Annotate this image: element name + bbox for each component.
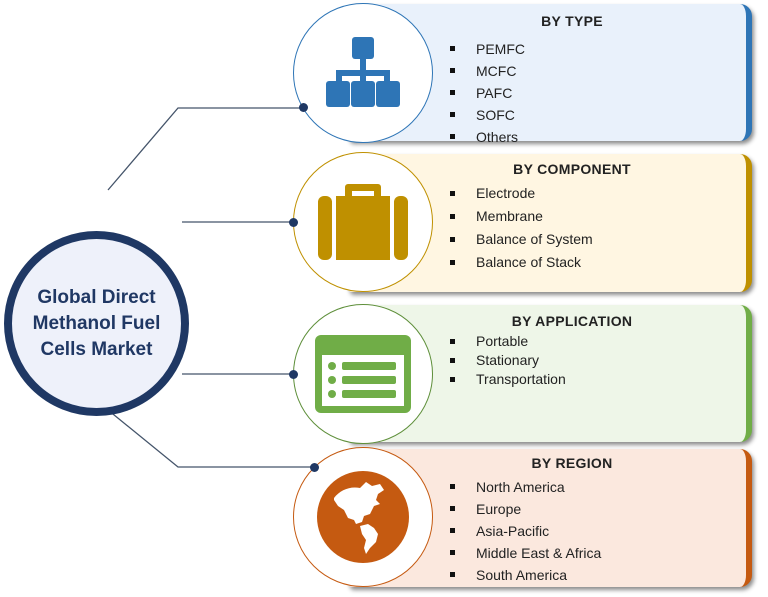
hub-title: Global Direct Methanol Fuel Cells Market bbox=[32, 286, 161, 360]
connector-dot-type bbox=[299, 103, 308, 112]
segment-item-list: Electrode Membrane Balance of System Bal… bbox=[450, 182, 593, 274]
segment-title: BY APPLICATION bbox=[511, 313, 633, 329]
list-item: PAFC bbox=[450, 82, 525, 104]
segment-item-list: Portable Stationary Transportation bbox=[450, 332, 566, 389]
icon-circle-application bbox=[293, 304, 433, 444]
connector-region bbox=[107, 409, 315, 468]
connector-type bbox=[107, 107, 300, 191]
list-item: Transportation bbox=[450, 370, 566, 389]
list-item: PEMFC bbox=[450, 38, 525, 60]
connector-dot-region bbox=[310, 463, 319, 472]
list-item: Middle East & Africa bbox=[450, 542, 601, 564]
list-item: Others bbox=[450, 126, 525, 148]
list-item: Europe bbox=[450, 498, 601, 520]
hierarchy-icon bbox=[326, 37, 400, 107]
list-item: Balance of System bbox=[450, 228, 593, 251]
list-item: Electrode bbox=[450, 182, 593, 205]
list-item: North America bbox=[450, 476, 601, 498]
globe-icon bbox=[317, 471, 409, 563]
list-item: Asia-Pacific bbox=[450, 520, 601, 542]
connector-dot-component bbox=[289, 218, 298, 227]
list-item: Portable bbox=[450, 332, 566, 351]
segment-item-list: North America Europe Asia-Pacific Middle… bbox=[450, 476, 601, 586]
list-item: Membrane bbox=[450, 205, 593, 228]
list-item: Stationary bbox=[450, 351, 566, 370]
icon-circle-type bbox=[293, 3, 433, 143]
connector-dot-application bbox=[289, 370, 298, 379]
briefcase-icon bbox=[318, 184, 408, 260]
segment-title: BY TYPE bbox=[541, 13, 603, 29]
icon-circle-component bbox=[293, 152, 433, 292]
list-window-icon bbox=[315, 335, 411, 413]
segment-title: BY REGION bbox=[531, 455, 613, 471]
list-item: Balance of Stack bbox=[450, 251, 593, 274]
market-hub-circle: Global Direct Methanol Fuel Cells Market bbox=[4, 231, 189, 416]
segment-title: BY COMPONENT bbox=[513, 161, 631, 177]
list-item: MCFC bbox=[450, 60, 525, 82]
list-item: SOFC bbox=[450, 104, 525, 126]
segment-item-list: PEMFC MCFC PAFC SOFC Others bbox=[450, 38, 525, 148]
list-item: South America bbox=[450, 564, 601, 586]
